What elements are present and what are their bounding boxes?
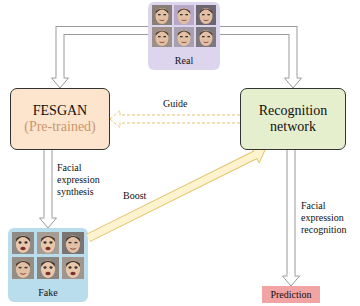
arrow-outline xyxy=(220,31,293,78)
node-label: Real xyxy=(175,55,193,67)
arrow-body xyxy=(60,31,148,78)
hollow-arrow xyxy=(52,31,149,88)
node-sublabel: (Pre-trained) xyxy=(24,119,96,135)
fake-faces xyxy=(12,232,84,279)
node-label: FESGAN xyxy=(33,103,87,119)
fake-panel xyxy=(8,228,88,302)
hollow-arrow xyxy=(283,150,300,286)
arrow-outline xyxy=(120,115,240,124)
edge-label: Boost xyxy=(122,190,147,202)
edge-label: Facial expression recognition xyxy=(300,200,358,236)
arrow-joint xyxy=(254,154,257,155)
arrow-joint xyxy=(290,77,297,80)
edge-label: Guide xyxy=(162,98,188,110)
arrow-joint xyxy=(119,116,122,123)
real-panel xyxy=(148,2,220,70)
arrow-body xyxy=(288,150,295,276)
node-label: Fake xyxy=(38,287,57,299)
arrow-joint xyxy=(57,77,64,80)
node-label: Prediction xyxy=(270,289,311,301)
edge-label: Facial expression synthesis xyxy=(56,162,118,198)
process-box: FESGAN(Pre-trained) xyxy=(10,88,110,150)
arrow-body xyxy=(120,116,240,123)
output-box: Prediction xyxy=(262,286,320,303)
arrow-outline xyxy=(60,31,148,78)
arrow-joint xyxy=(288,275,295,278)
image-panel: Real xyxy=(148,2,220,70)
arrow-outline xyxy=(44,150,53,218)
hollow-arrow xyxy=(110,111,240,128)
arrow-outline xyxy=(287,150,296,276)
image-panel: Fake xyxy=(8,228,88,302)
hollow-arrow xyxy=(40,150,57,228)
hollow-arrow xyxy=(220,31,302,88)
node-label: Recognition network xyxy=(247,103,339,135)
arrow-body xyxy=(220,31,293,78)
arrow-joint xyxy=(45,217,52,220)
real-faces xyxy=(152,5,216,47)
arrow-body xyxy=(45,150,52,218)
process-box: Recognition network xyxy=(240,88,346,150)
